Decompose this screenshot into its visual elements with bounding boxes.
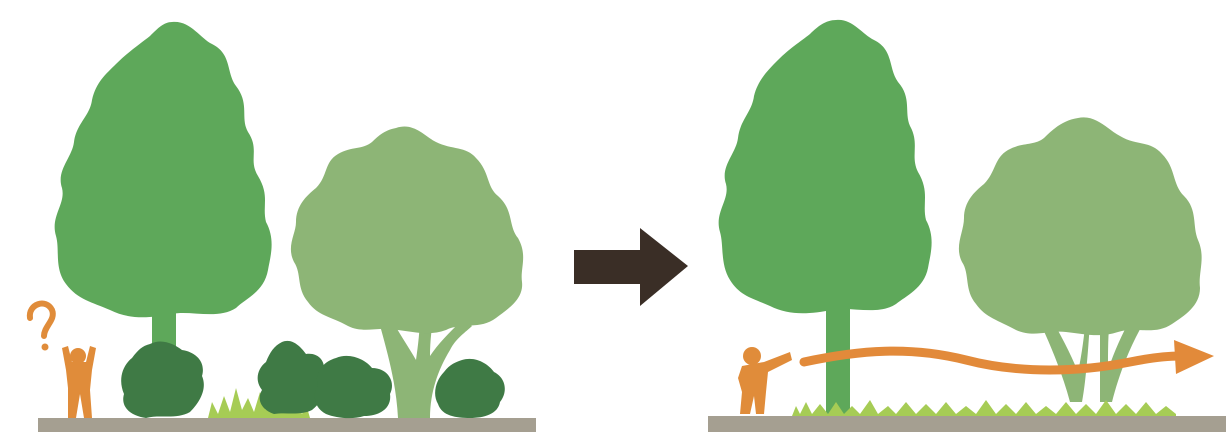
- round-tree-crown: [291, 127, 523, 334]
- shrub-3: [315, 356, 392, 418]
- person-head-right: [743, 347, 761, 365]
- pointing-person-icon: [738, 347, 792, 414]
- shrub-1: [121, 342, 204, 418]
- question-mark-dot: [42, 344, 49, 351]
- shrub-2: [258, 341, 326, 414]
- shrub-4: [435, 359, 505, 418]
- confused-person-icon: [30, 304, 96, 418]
- tall-tree-crown-right: [719, 20, 932, 313]
- question-mark-icon: [30, 304, 53, 336]
- ground-left: [38, 418, 536, 432]
- person-head-left: [70, 348, 86, 364]
- sightline-arrowhead: [1174, 340, 1214, 374]
- before-panel: [30, 22, 536, 432]
- after-panel: [708, 20, 1226, 432]
- right-arrow-icon: [574, 228, 688, 306]
- tall-tree-left: [55, 22, 272, 360]
- ground-right: [708, 416, 1226, 432]
- round-tree-crown-right: [959, 117, 1202, 335]
- sightline-arrow-icon: [804, 340, 1214, 374]
- tall-tree-crown: [55, 22, 272, 317]
